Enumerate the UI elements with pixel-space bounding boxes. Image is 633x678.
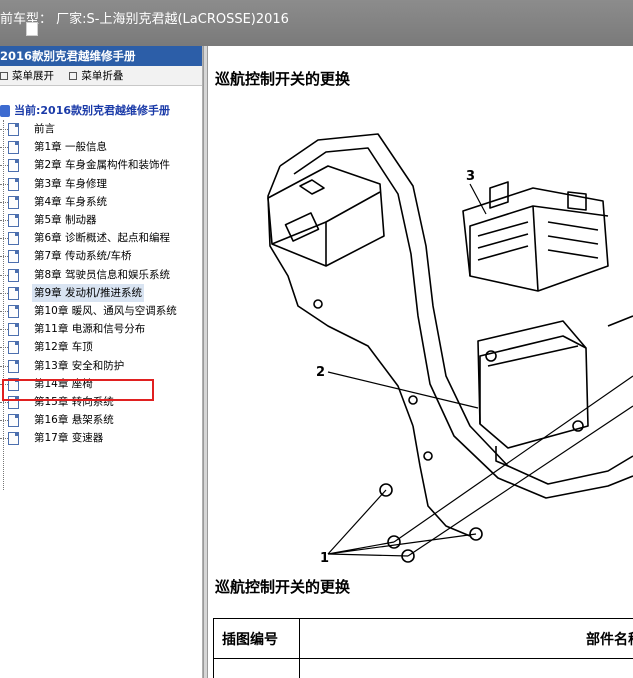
tree-connector xyxy=(0,147,8,149)
tree-connector xyxy=(0,165,8,167)
collapse-menu-button[interactable]: 菜单折叠 xyxy=(69,66,123,86)
document-icon xyxy=(8,141,19,155)
tree-item-label: 第17章 变速器 xyxy=(34,432,104,445)
document-icon xyxy=(8,414,19,428)
expand-menu-button[interactable]: 菜单展开 xyxy=(0,66,54,86)
parts-table: 插图编号 部件名称 xyxy=(213,618,633,678)
document-icon xyxy=(8,286,19,300)
document-icon xyxy=(8,323,19,337)
tree-connector xyxy=(0,256,8,258)
tree-item-label: 第6章 诊断概述、起点和编程 xyxy=(34,232,171,245)
callout-3: 3 xyxy=(466,169,475,184)
tree-connector xyxy=(0,183,8,185)
document-icon xyxy=(8,432,19,446)
column-header-callout: 插图编号 xyxy=(213,618,300,659)
column-header-part-name: 部件名称 xyxy=(299,618,633,659)
expand-icon xyxy=(0,72,8,80)
document-icon xyxy=(8,305,19,318)
window-icon xyxy=(26,22,38,36)
callout-2: 2 xyxy=(316,365,325,380)
document-icon xyxy=(8,396,19,409)
tree-connector xyxy=(0,383,8,385)
callout-1: 1 xyxy=(320,551,329,566)
tree-toolbar: 菜单展开 菜单折叠 xyxy=(0,66,202,86)
table-row xyxy=(213,658,633,678)
tree-connector xyxy=(0,311,8,312)
tree-item-label: 第1章 一般信息 xyxy=(34,141,108,154)
tree-connector xyxy=(0,438,8,440)
tree-connector xyxy=(0,292,8,294)
tree-item-label: 第13章 安全和防护 xyxy=(34,359,125,372)
document-icon xyxy=(8,159,19,173)
tree-item-label: 第2章 车身金属构件和装饰件 xyxy=(34,159,171,172)
tree-connector xyxy=(0,329,8,331)
tree-item-label: 第3章 车身修理 xyxy=(34,177,108,190)
tree-connector xyxy=(0,129,8,130)
tree-item-label: 第16章 悬架系统 xyxy=(34,414,114,427)
document-icon xyxy=(8,341,19,355)
window-titlebar: 前车型： 厂家:S-上海别克君越(LaCROSSE)2016 xyxy=(0,0,633,46)
tree-item-label: 第11章 电源和信号分布 xyxy=(34,323,146,336)
procedure-title: 巡航控制开关的更换 xyxy=(215,70,351,88)
book-icon xyxy=(0,105,10,117)
cruise-control-switch-diagram: 1 2 3 xyxy=(267,133,633,566)
document-icon xyxy=(8,177,19,191)
collapse-icon xyxy=(69,72,78,80)
tree-item-label: 第12章 车顶 xyxy=(34,341,93,354)
selection-highlight-box xyxy=(2,379,154,401)
tree-connector xyxy=(0,420,8,422)
document-icon xyxy=(8,214,19,227)
manual-title: 2016款别克君越维修手册 xyxy=(0,46,202,66)
tree-connector xyxy=(0,238,8,240)
table-header-row: 插图编号 部件名称 xyxy=(213,618,633,659)
table-cell xyxy=(213,658,300,678)
document-icon xyxy=(8,232,19,246)
tree-item-label: 第8章 驾驶员信息和娱乐系统 xyxy=(34,268,171,281)
tree-connector xyxy=(0,347,8,349)
tree-item-label: 前言 xyxy=(34,123,55,135)
tree-connector xyxy=(3,120,4,490)
document-icon xyxy=(8,250,19,264)
procedure-subtitle: 巡航控制开关的更换 xyxy=(215,578,351,596)
tree-item-label: 第7章 传动系统/车桥 xyxy=(34,250,132,263)
document-icon xyxy=(8,123,19,136)
document-icon xyxy=(8,268,19,282)
content-pane: 巡航控制开关的更换 xyxy=(208,46,633,678)
table-cell xyxy=(299,658,633,678)
tree-item-label: 第9章 发动机/推进系统 xyxy=(32,283,145,302)
tree-connector xyxy=(0,274,8,276)
window-title: 前车型： 厂家:S-上海别克君越(LaCROSSE)2016 xyxy=(0,12,289,27)
tree-item-label: 第4章 车身系统 xyxy=(34,195,108,208)
document-icon xyxy=(8,195,19,209)
navigation-panel: 2016款别克君越维修手册 菜单展开 菜单折叠 当前:2016款别克君越维修手册… xyxy=(0,46,203,678)
tree-item-label: 第5章 制动器 xyxy=(34,214,97,226)
tree-connector xyxy=(0,365,8,367)
tree-root[interactable]: 当前:2016款别克君越维修手册 xyxy=(0,102,170,120)
tree-connector xyxy=(0,402,8,403)
tree-item-label: 第10章 暖风、通风与空调系统 xyxy=(34,305,177,317)
document-icon xyxy=(8,359,19,373)
tree-connector xyxy=(0,220,8,221)
tree-connector xyxy=(0,201,8,203)
panel-splitter[interactable] xyxy=(203,46,208,678)
